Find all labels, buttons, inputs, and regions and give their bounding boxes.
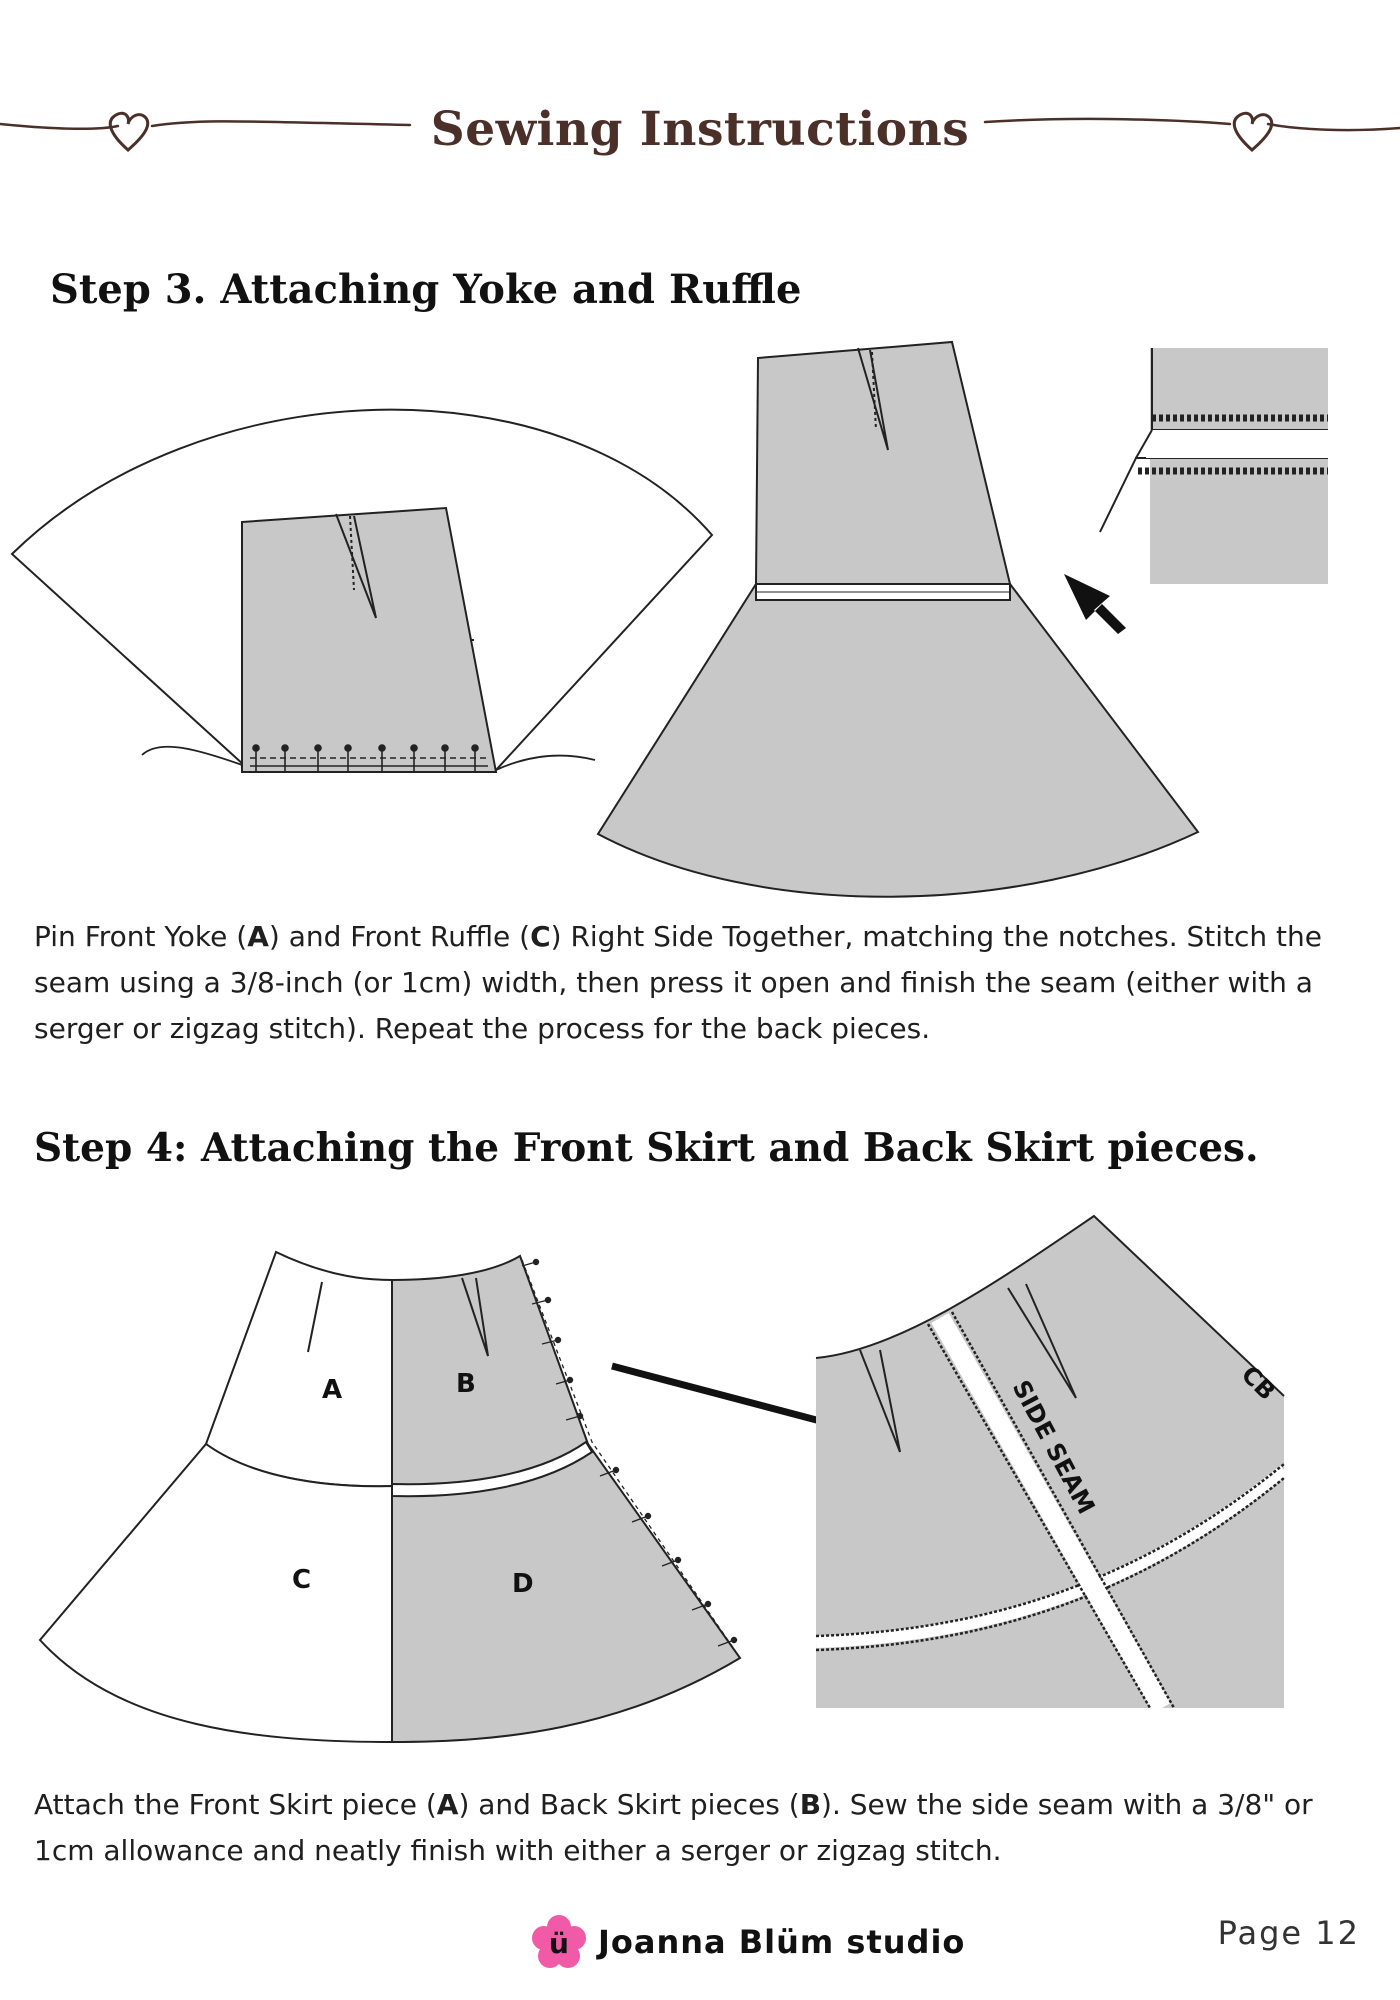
thread-tails [141, 745, 596, 771]
page-title: Sewing Instructions [430, 102, 970, 157]
step4-instructions: Attach the Front Skirt piece (A) and Bac… [34, 1788, 1313, 1867]
flower-logo-icon: ü [532, 1915, 586, 1968]
piece-label-b: B [456, 1369, 476, 1399]
skirt-assembly [38, 1250, 742, 1744]
step3-heading: Step 3. Attaching Yoke and Ruffle [50, 266, 802, 313]
right-ornament-line [983, 117, 1400, 132]
step3-instructions: Pin Front Yoke (A) and Front Ruffle (C) … [34, 920, 1322, 1045]
header-ornament [0, 111, 1400, 152]
step3-illustration [10, 340, 1328, 898]
left-heart-icon [108, 111, 150, 152]
step4-illustration: A B C D SIDE SEAM CB [38, 1214, 1288, 1744]
page-number: Page 12 [1217, 1914, 1360, 1952]
step4-heading: Step 4: Attaching the Front Skirt and Ba… [34, 1125, 1259, 1171]
brand-mark: ü [549, 1927, 569, 1960]
right-heart-icon [1232, 111, 1274, 152]
brand-name: Joanna Blüm studio [598, 1923, 966, 1961]
brand-logo: ü Joanna Blüm studio [530, 1912, 965, 1972]
piece-label-a: A [322, 1375, 342, 1405]
piece-label-d: D [512, 1569, 534, 1599]
joined-yoke-ruffle [596, 340, 1200, 898]
pins [250, 744, 488, 772]
pointer-arrow-icon [1064, 574, 1126, 634]
front-yoke-piece [241, 506, 498, 773]
piece-label-c: C [292, 1565, 311, 1595]
side-seam-detail [815, 1214, 1288, 1713]
seam-detail-inset [1099, 348, 1328, 584]
skirt-pins [521, 1258, 738, 1647]
